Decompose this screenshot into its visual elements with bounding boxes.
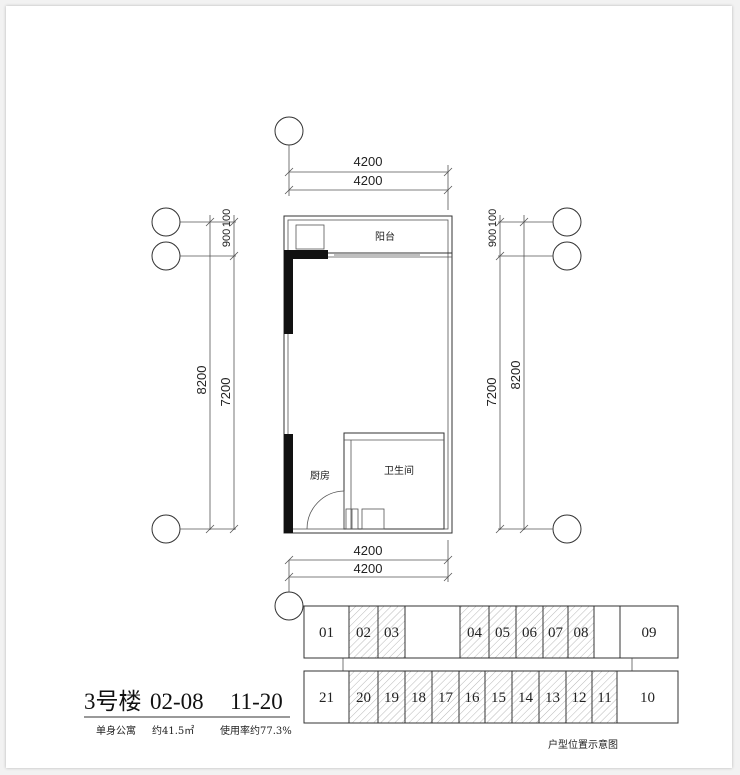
dim-right-small-a: 100 <box>487 209 499 227</box>
dim-left-outer: 8200 <box>194 366 209 395</box>
dim-top-upper: 4200 <box>354 154 383 169</box>
unit-cell-label: 18 <box>411 690 426 706</box>
unit-cell-label: 01 <box>319 625 334 641</box>
unit-cell-label: 05 <box>495 625 510 641</box>
room-bathroom-label: 卫生间 <box>384 464 414 477</box>
building-label: 3号楼 <box>84 689 142 714</box>
right-dimensions: 7200 8200 100 900 <box>484 209 529 534</box>
unit-cell <box>542 605 569 659</box>
unit-cell-label: 13 <box>545 690 560 706</box>
axis-circle-right-1 <box>552 207 582 237</box>
unit-cell <box>348 670 379 724</box>
unit-cell-label: 17 <box>438 690 454 706</box>
unit-cell-label: 03 <box>384 625 399 641</box>
unit-cell-label: 08 <box>574 625 589 641</box>
axis-circle-right-3 <box>552 514 582 544</box>
unit-cell-label: 02 <box>356 625 371 641</box>
unit-cell-label: 16 <box>465 690 481 706</box>
unit-position-map: 01 02 03 04 05 06 07 08 09 21 20 19 18 17 16 15 14 13 12 1… <box>303 605 679 751</box>
unit-area-label: 约41.5㎡ <box>152 724 194 737</box>
dim-left-small-b: 900 <box>221 229 233 247</box>
unit-cell <box>616 670 679 724</box>
unit-cell <box>431 670 460 724</box>
dim-bottom-lower: 4200 <box>354 561 383 576</box>
dim-top-lower: 4200 <box>354 173 383 188</box>
bottom-dimensions: 4200 4200 <box>284 540 453 582</box>
drawing-sheet: 4200 4200 4200 4200 8200 7200 100 900 <box>6 6 732 768</box>
unit-cell-label: 10 <box>640 690 655 706</box>
unit-cell <box>377 670 406 724</box>
axis-circle-left-1 <box>151 207 181 237</box>
unit-type-label: 单身公寓 <box>96 724 136 737</box>
floor-range-label: 11-20 <box>230 689 283 714</box>
wall-left-lower <box>284 434 293 533</box>
unit-range-label: 02-08 <box>150 689 204 714</box>
unit-map-caption: 户型位置示意图 <box>548 738 618 751</box>
dim-left-inner: 7200 <box>218 378 233 407</box>
unit-cell-label: 21 <box>319 690 334 706</box>
unit-cell-label: 14 <box>518 690 534 706</box>
unit-cell-label: 04 <box>467 625 483 641</box>
unit-cell <box>591 670 618 724</box>
axis-circle-left-3 <box>151 514 181 544</box>
unit-cell-label: 15 <box>491 690 506 706</box>
axis-circle-right-2 <box>552 241 582 271</box>
unit-cell <box>593 605 621 659</box>
unit-floor-plan: 阳台 厨房 卫生间 <box>283 215 453 534</box>
axis-circle-top <box>274 116 304 146</box>
unit-cell-label: 06 <box>522 625 538 641</box>
usage-rate-label: 使用率约77.3% <box>220 724 292 737</box>
unit-cell <box>565 670 593 724</box>
axis-circle-left-2 <box>151 241 181 271</box>
unit-cell <box>348 605 379 659</box>
unit-cell <box>404 670 433 724</box>
unit-map-bottom-row: 21 20 19 18 17 16 15 14 13 12 11 10 <box>303 670 679 724</box>
unit-cell <box>515 605 544 659</box>
unit-cell-label: 11 <box>597 690 611 706</box>
dim-right-inner: 7200 <box>484 378 499 407</box>
wall-top-left <box>284 250 328 259</box>
axis-markers <box>151 116 582 621</box>
top-dimensions: 4200 4200 <box>284 154 453 210</box>
unit-cell <box>458 670 486 724</box>
room-kitchen-label: 厨房 <box>310 469 330 482</box>
wall-left-upper <box>284 250 293 334</box>
unit-cell <box>538 670 567 724</box>
unit-cell-label: 19 <box>384 690 399 706</box>
dim-left-small-a: 100 <box>221 209 233 227</box>
left-dimensions: 8200 7200 100 900 <box>194 209 239 534</box>
unit-cell <box>567 605 595 659</box>
floor-plan-drawing: 4200 4200 4200 4200 8200 7200 100 900 <box>84 116 679 751</box>
unit-cell-label: 20 <box>356 690 371 706</box>
dim-right-small-b: 900 <box>487 229 499 247</box>
unit-cell <box>459 605 490 659</box>
unit-cell-label: 09 <box>642 625 657 641</box>
axis-circle-bottom <box>274 591 304 621</box>
dim-right-outer: 8200 <box>508 361 523 390</box>
unit-cell-label: 07 <box>548 625 564 641</box>
title-block: 3号楼 02-08 11-20 单身公寓 约41.5㎡ 使用率约77.3% <box>84 689 292 737</box>
dim-bottom-upper: 4200 <box>354 543 383 558</box>
unit-cell-label: 12 <box>572 690 587 706</box>
unit-map-top-row: 01 02 03 04 05 06 07 08 09 <box>303 605 679 659</box>
room-balcony-label: 阳台 <box>375 230 395 243</box>
unit-cell <box>488 605 517 659</box>
unit-cell <box>404 605 461 659</box>
unit-cell <box>619 605 679 659</box>
